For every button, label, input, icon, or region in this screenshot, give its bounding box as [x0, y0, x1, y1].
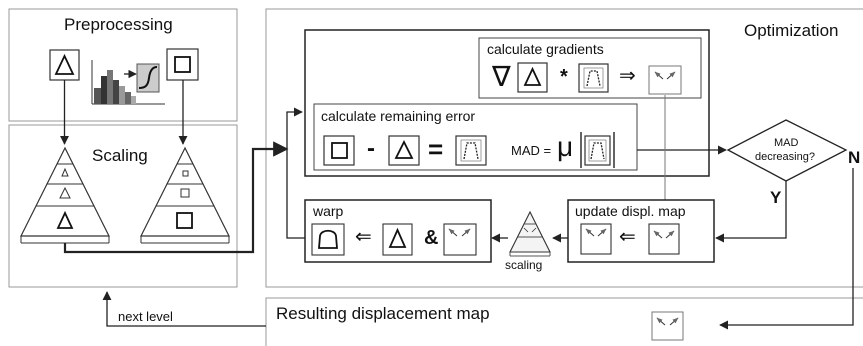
displacement-map-icon [443, 223, 477, 256]
scaling-title: Scaling [92, 146, 148, 165]
yes-label: Y [770, 188, 782, 207]
displacement-map-icon [580, 223, 612, 255]
result-displacement-map-icon [651, 311, 684, 341]
minus-symbol: - [367, 135, 375, 162]
implies-symbol: ⇒ [619, 65, 636, 87]
square-image-icon [323, 135, 355, 166]
preprocessing-title: Preprocessing [64, 15, 173, 34]
warp-label: warp [313, 203, 344, 219]
equals-symbol: = [428, 134, 444, 164]
decision-line-2: decreasing? [755, 151, 815, 163]
mu-symbol: μ [557, 131, 574, 162]
triangle-icon [54, 53, 75, 75]
times-symbol: * [560, 66, 568, 88]
arrow-pyramids-to-optimization [63, 141, 289, 254]
displacement-map-icon [648, 223, 680, 255]
mad-label: MAD = [511, 143, 552, 158]
left-arrow-symbol: ⇐ [355, 226, 372, 248]
scaling-pyramid-icon [509, 210, 551, 257]
result-title: Resulting displacement map [276, 304, 490, 323]
result-panel [265, 297, 863, 346]
calculate-remaining-error-label: calculate remaining error [321, 108, 476, 124]
arrow-yes-to-update [715, 181, 787, 243]
target-pyramid [140, 146, 230, 244]
error-image-icon [455, 135, 487, 166]
triangle-image-icon [388, 135, 420, 166]
warped-shape-icon [311, 223, 345, 256]
histogram-icon [91, 60, 165, 105]
arrow-next-level-loop [102, 291, 266, 327]
square-icon [174, 56, 191, 73]
ampersand-symbol: & [424, 227, 439, 249]
source-pyramid [20, 146, 110, 244]
abs-error-image-icon [580, 132, 615, 168]
decision-line-1: MAD [774, 137, 799, 149]
triangle-image-icon [382, 223, 413, 256]
arrow-no-to-result [719, 168, 854, 330]
target-image-icon [166, 48, 199, 81]
no-label: N [848, 148, 861, 167]
arrow-warp-to-optimization [286, 107, 305, 239]
nabla-symbol: ∇ [492, 61, 511, 92]
next-level-label: next level [118, 309, 173, 324]
scaling-small-label: scaling [505, 258, 543, 272]
error-image-icon [578, 63, 609, 93]
update-map-label: update displ. map [575, 203, 686, 219]
gradient-field-icon [648, 65, 682, 95]
optimization-title: Optimization [744, 21, 839, 40]
calculate-gradients-label: calculate gradients [487, 41, 604, 57]
left-arrow-symbol: ⇐ [619, 226, 636, 248]
